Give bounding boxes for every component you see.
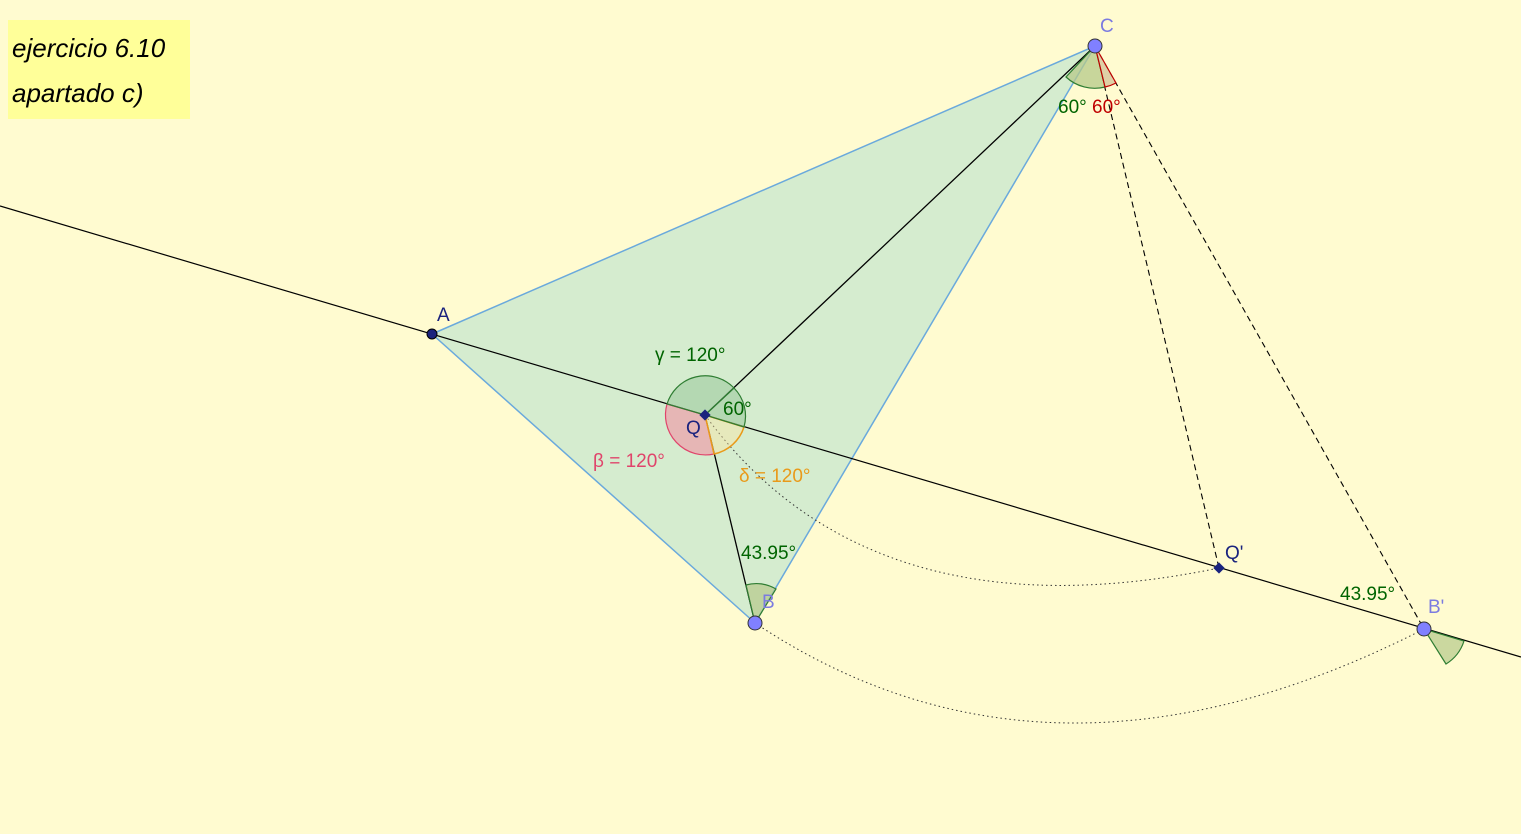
line-aq (0, 205, 1521, 658)
label-c-red-60: 60° (1092, 97, 1121, 118)
point-q[interactable] (699, 409, 711, 421)
title-box: ejercicio 6.10 apartado c) (8, 20, 190, 119)
label-delta: δ = 120° (739, 466, 811, 487)
arc-b-bprime (754, 622, 1425, 724)
label-c: C (1100, 16, 1114, 37)
label-q-prime: Q' (1225, 543, 1243, 564)
dashed-c-qprime (1094, 45, 1220, 569)
point-q-prime[interactable] (1213, 562, 1225, 574)
label-a: A (437, 305, 450, 326)
label-q-60: 60° (723, 399, 752, 420)
label-c-green-60: 60° (1058, 97, 1087, 118)
angle-c-red (1094, 45, 1117, 88)
point-c[interactable] (1087, 38, 1103, 54)
dashed-c-bprime (1094, 45, 1425, 630)
label-q: Q (686, 418, 701, 439)
angle-gamma-arc (666, 375, 735, 416)
angle-60-q (703, 387, 747, 428)
label-b-angle: 43.95° (741, 543, 796, 564)
angle-b (745, 582, 777, 625)
point-b-prime[interactable] (1416, 621, 1432, 637)
triangle-abc (430, 44, 1097, 625)
label-b-prime-angle: 43.95° (1340, 584, 1395, 605)
segment-qc (704, 45, 1096, 416)
angle-delta-arc (703, 413, 745, 455)
label-b: B (762, 592, 775, 613)
title-line-1: ejercicio 6.10 (12, 33, 166, 63)
label-beta: β = 120° (593, 451, 665, 472)
point-b[interactable] (747, 615, 763, 631)
title-line-2: apartado c) (12, 78, 144, 108)
point-a[interactable] (426, 328, 438, 340)
label-gamma: γ = 120° (655, 345, 725, 366)
label-b-prime: B' (1428, 597, 1444, 618)
angle-b-prime (1422, 627, 1465, 665)
